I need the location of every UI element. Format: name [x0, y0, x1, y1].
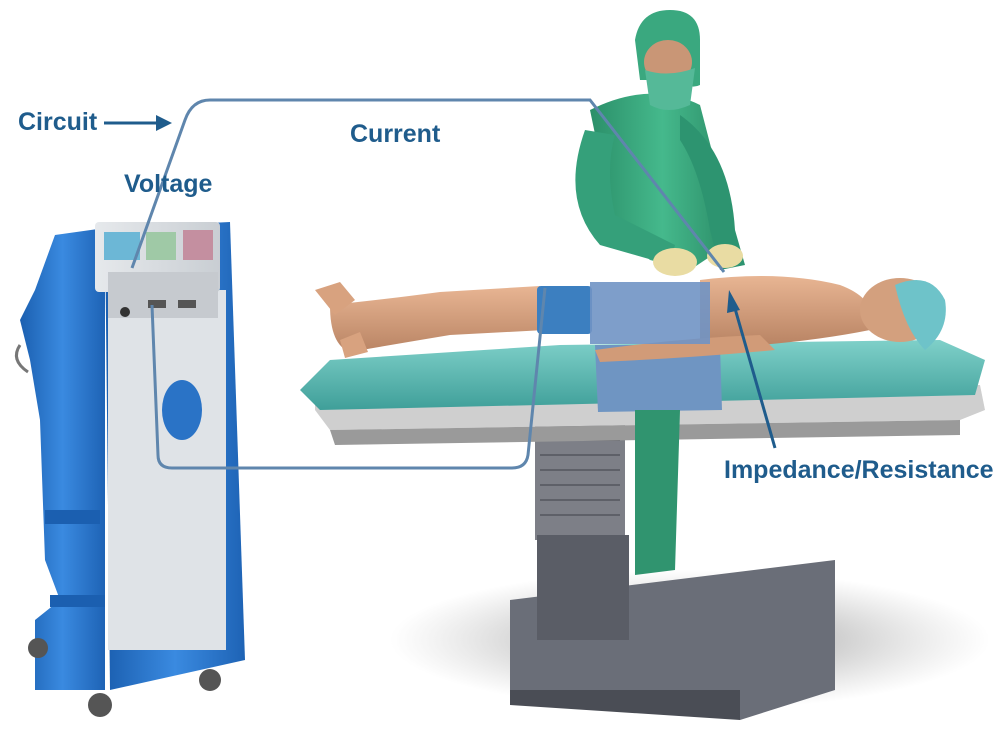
caster-wheel [28, 638, 48, 658]
arrow-right-icon [104, 115, 172, 131]
surgeon-legs [635, 410, 680, 575]
cart-shelf [45, 510, 100, 524]
surgeon-mask [645, 68, 695, 110]
leg-drape [590, 282, 710, 344]
impedance-resistance-label: Impedance/Resistance [724, 456, 994, 485]
voltage-label: Voltage [124, 170, 212, 199]
display-screen-3 [183, 230, 213, 260]
patient-torso [700, 276, 872, 345]
display-screen-1 [104, 232, 140, 260]
generator-front-panel [108, 290, 226, 650]
cart-body [20, 228, 105, 690]
current-label: Current [350, 120, 440, 149]
display-screen-2 [146, 232, 176, 260]
circuit-label: Circuit [18, 108, 97, 137]
generator-logo-circle [162, 380, 202, 440]
